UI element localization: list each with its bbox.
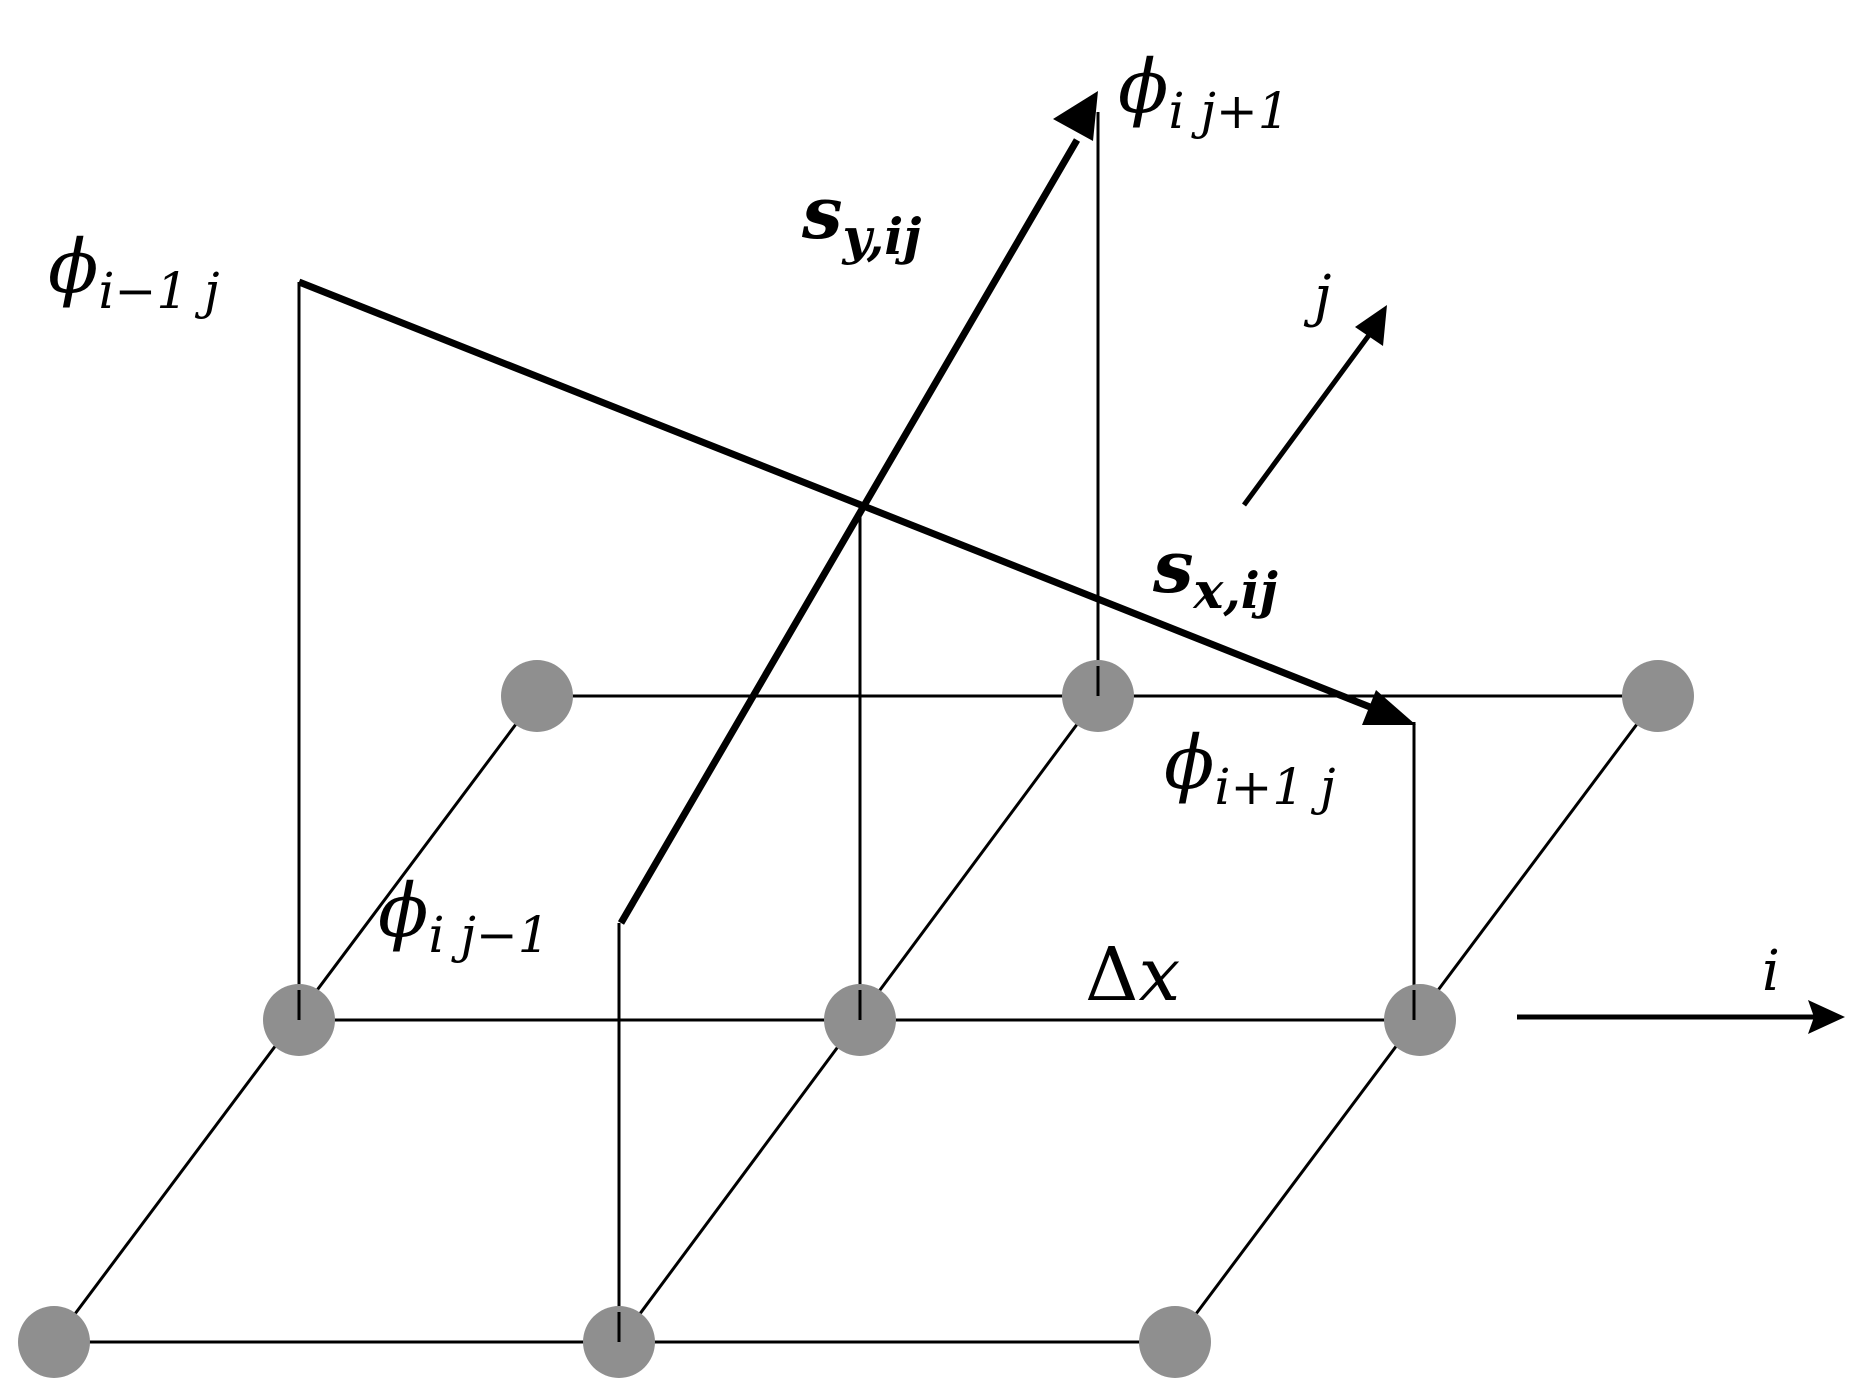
vector-subscript: y,ij xyxy=(842,207,922,266)
phi-symbol: ϕ xyxy=(48,224,98,310)
axis-j-shaft xyxy=(1241,329,1375,507)
delta-symbol: Δ xyxy=(1085,932,1138,1018)
vector-s-x-arrowhead xyxy=(1362,690,1416,725)
grid-node xyxy=(1622,660,1694,732)
grid-node xyxy=(501,660,573,732)
grid-node xyxy=(1384,984,1456,1056)
label-phi-i-j-plus-1: ϕi j+1 xyxy=(1118,44,1290,140)
value-stems xyxy=(297,112,1416,1342)
axis-i-arrowhead xyxy=(1808,1000,1845,1034)
delta-variable: x xyxy=(1138,932,1180,1018)
phi-subscript: i j+1 xyxy=(1168,82,1289,140)
axis-i-arrow xyxy=(1517,1000,1845,1034)
label-s-y-ij: sy,ij xyxy=(801,170,921,266)
vector-s-x xyxy=(297,278,1416,725)
phi-symbol: ϕ xyxy=(1118,44,1168,130)
vector-s-y xyxy=(617,91,1098,925)
label-phi-i-minus-1-j: ϕi−1 j xyxy=(48,224,220,320)
phi-symbol: ϕ xyxy=(1164,720,1214,806)
phi-subscript: i+1 j xyxy=(1214,758,1335,816)
axis-j-arrow xyxy=(1241,305,1387,507)
grid-node xyxy=(1139,1306,1211,1378)
axis-j-arrowhead xyxy=(1355,305,1387,346)
label-s-x-ij: sx,ij xyxy=(1152,524,1278,620)
vector-subscript: x,ij xyxy=(1193,561,1278,620)
phi-subscript: i−1 j xyxy=(98,262,219,320)
vector-symbol: s xyxy=(801,170,843,255)
phi-subscript: i j−1 xyxy=(428,906,549,964)
grid-node xyxy=(18,1306,90,1378)
label-phi-i-j-minus-1: ϕi j−1 xyxy=(378,868,550,964)
phi-symbol: ϕ xyxy=(378,868,428,954)
vector-s-x-shaft xyxy=(297,278,1372,711)
label-delta-x: Δx xyxy=(1085,932,1180,1018)
vector-s-y-arrowhead xyxy=(1053,91,1098,141)
label-axis-i: i xyxy=(1762,939,1780,1004)
label-phi-i-plus-1-j: ϕi+1 j xyxy=(1164,720,1336,816)
vector-symbol: s xyxy=(1152,524,1194,609)
vector-s-y-shaft xyxy=(617,138,1081,925)
label-axis-j: j xyxy=(1303,264,1331,329)
stem-overlays xyxy=(297,666,1416,1342)
grid-nodes xyxy=(18,660,1694,1378)
